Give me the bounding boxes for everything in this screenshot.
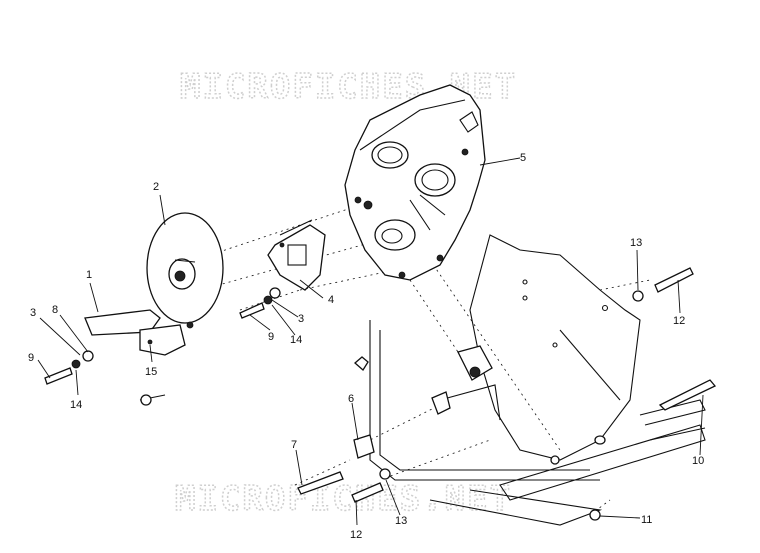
callout-12-bottom: 12 xyxy=(350,529,362,541)
callout-7: 7 xyxy=(291,439,297,451)
callout-15: 15 xyxy=(145,366,157,378)
callout-3-right: 3 xyxy=(298,313,304,325)
lower-bracket-assembly xyxy=(84,309,194,406)
gear-case-housing xyxy=(344,84,486,281)
callout-8: 8 xyxy=(52,304,58,316)
callout-6: 6 xyxy=(348,393,354,405)
callout-13-right: 13 xyxy=(630,237,642,249)
callout-5: 5 xyxy=(520,152,526,164)
fasteners xyxy=(44,267,717,521)
drive-pulley xyxy=(146,212,224,324)
leader-lines xyxy=(37,157,704,526)
callout-9-left: 9 xyxy=(28,352,34,364)
callout-9-right: 9 xyxy=(268,331,274,343)
callout-14-right: 14 xyxy=(290,334,302,346)
callout-1: 1 xyxy=(86,269,92,281)
callout-3-left: 3 xyxy=(30,307,36,319)
callout-labels: 1 2 3 8 9 14 15 4 5 3 9 14 6 7 12 13 10 … xyxy=(28,152,704,541)
mounting-bracket xyxy=(267,219,326,291)
callout-12-right: 12 xyxy=(673,315,685,327)
callout-11: 11 xyxy=(641,514,652,526)
callout-14-left: 14 xyxy=(70,399,82,411)
chassis-frame xyxy=(369,234,706,526)
watermark-bottom: MICROFICHES.NET xyxy=(175,479,512,519)
callout-2: 2 xyxy=(153,181,159,193)
callout-4: 4 xyxy=(328,294,334,306)
callout-10: 10 xyxy=(692,455,704,467)
callout-13-bottom: 13 xyxy=(395,515,407,527)
